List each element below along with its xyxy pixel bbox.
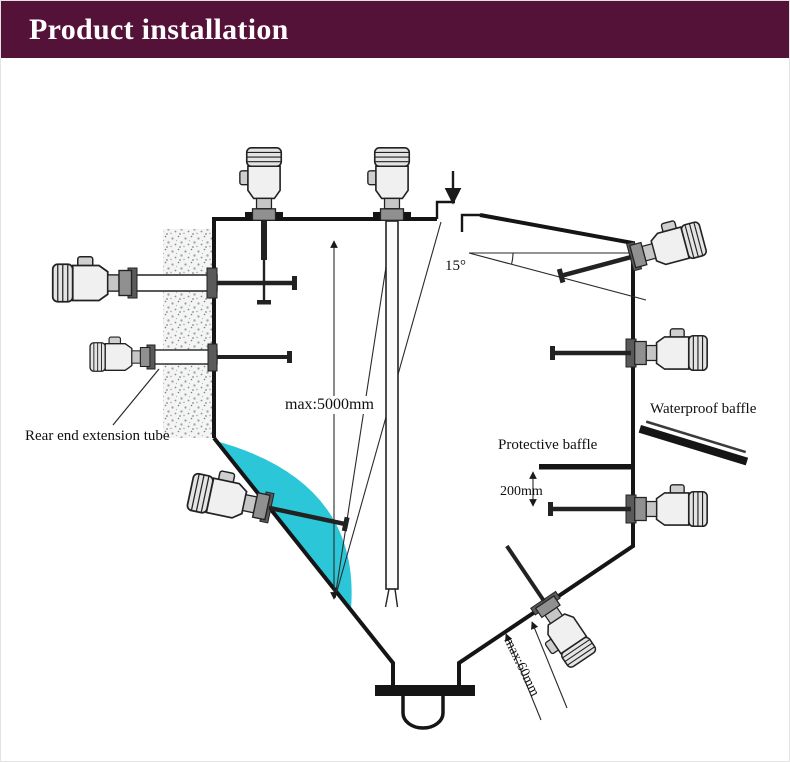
page-title: Product installation [29,12,289,46]
label-rear-end-extension-tube: Rear end extension tube [25,428,170,444]
label-waterproof-baffle: Waterproof baffle [650,401,757,417]
level-sensor-left-upper [51,255,297,303]
level-sensor-top-center [367,147,411,608]
angle-dimension [468,252,647,301]
outlet-flange [375,685,475,730]
header-banner: Product installation [1,1,789,58]
level-sensor-cone-left [185,464,350,532]
level-sensor-right-middle [550,328,708,372]
protective-baffle [539,464,633,470]
label-protective-baffle: Protective baffle [498,437,598,453]
waterproof-baffle [638,420,749,466]
max-insertion-dimension [505,621,568,721]
label-baffle-distance: 200mm [500,484,543,499]
level-sensor-right-top [556,213,709,284]
level-sensor-right-lower [548,484,708,528]
label-leader-line [112,368,160,426]
level-sensor-left-lower [89,336,292,372]
level-sensor-cone-right [505,544,598,674]
label-max-measuring-range: max:5000mm [283,396,376,414]
label-mounting-angle: 15° [445,258,466,274]
wall-texture [163,229,214,438]
